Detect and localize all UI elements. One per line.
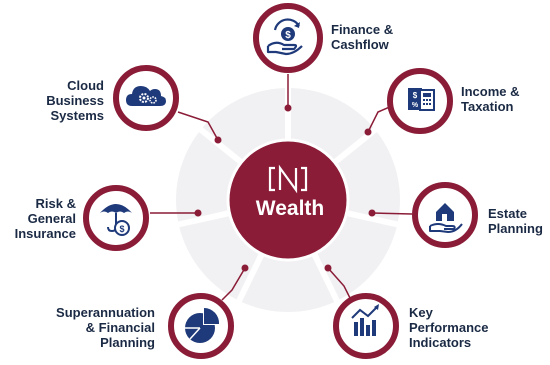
center-title: Wealth <box>255 197 325 220</box>
node-cloud-business-systems[interactable] <box>113 65 179 131</box>
node-income-taxation[interactable]: $ % <box>387 68 453 134</box>
money-cycle-hand-icon: $ <box>266 18 303 56</box>
svg-text:$: $ <box>413 91 418 100</box>
label-income-taxation: Income & Taxation <box>461 84 520 114</box>
node-superannuation-financial-planning[interactable] <box>168 293 234 359</box>
umbrella-money-icon: $ <box>100 204 132 236</box>
label-superannuation-financial-planning: Superannuation & Financial Planning <box>56 305 155 350</box>
house-hand-icon <box>429 203 463 233</box>
label-cloud-business-systems: Cloud Business Systems <box>46 78 104 123</box>
connector-lines <box>150 74 413 301</box>
dn-logo-icon <box>268 164 308 194</box>
svg-text:$: $ <box>119 224 124 234</box>
center-hub <box>226 138 350 262</box>
connector-dots <box>194 104 376 272</box>
pie-chart-icon <box>185 307 220 343</box>
label-finance-cashflow: Finance & Cashflow <box>331 22 394 52</box>
svg-text:%: % <box>412 102 419 109</box>
node-risk-general-insurance[interactable]: $ <box>83 185 149 251</box>
label-estate-planning: Estate Planning <box>488 206 543 236</box>
cloud-gears-icon <box>126 86 166 106</box>
svg-text:$: $ <box>285 30 291 41</box>
tax-calculator-icon: $ % <box>408 88 435 111</box>
node-key-performance-indicators[interactable] <box>333 293 399 359</box>
node-finance-cashflow[interactable]: $ <box>253 3 323 73</box>
bar-chart-trend-icon <box>351 304 379 336</box>
label-risk-general-insurance: Risk & General Insurance <box>14 196 76 241</box>
label-key-performance-indicators: Key Performance Indicators <box>409 305 489 350</box>
node-estate-planning[interactable] <box>412 182 478 248</box>
